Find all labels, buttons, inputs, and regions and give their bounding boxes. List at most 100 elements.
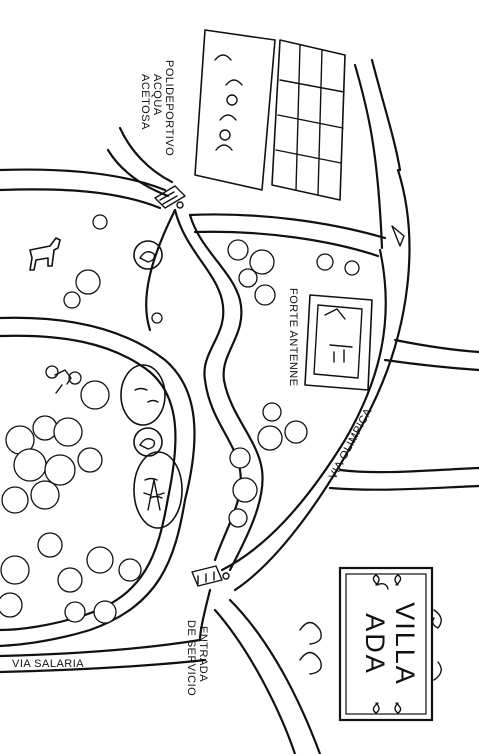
tree <box>262 402 282 422</box>
road-top-right <box>370 58 402 172</box>
road-upper-east-b <box>193 230 380 258</box>
label-via-salaria: VIA SALARIA <box>12 658 84 670</box>
tree <box>63 291 81 309</box>
villa-ada-sign: VILLA ADA <box>338 566 442 722</box>
tree <box>344 260 360 276</box>
road-top-right-b <box>353 63 384 250</box>
road-junction-triangle <box>391 225 405 247</box>
road-upper-east <box>188 213 387 240</box>
duck-icon-mark <box>139 251 156 263</box>
tree <box>37 532 63 558</box>
road-branch-east-1 <box>393 338 479 354</box>
tree <box>254 284 276 306</box>
road-south-right <box>228 598 322 754</box>
tree <box>249 249 275 275</box>
road-north-left-inner <box>0 188 162 210</box>
building-right-grid <box>275 44 345 196</box>
tree <box>229 447 251 469</box>
building-left-window-2 <box>219 129 231 141</box>
crocodile-icon <box>143 479 165 511</box>
label-sports-center-line-3: ACETOSA <box>139 74 151 130</box>
road-network <box>0 58 479 754</box>
tree <box>93 600 117 624</box>
scroll-ornament <box>299 621 322 675</box>
via-olimpica-inner <box>220 248 387 572</box>
building-left-detail <box>214 54 243 151</box>
sports-gate-marker <box>176 201 184 209</box>
duck-icon <box>133 240 163 270</box>
fort-inner <box>313 304 363 379</box>
tree <box>118 558 142 582</box>
road-to-sports <box>106 148 170 198</box>
sign-frame-inner <box>345 573 427 715</box>
tree <box>1 486 29 514</box>
sign-ornament-top <box>372 574 402 590</box>
tree <box>80 380 110 410</box>
fort-outline <box>304 294 373 391</box>
tree <box>238 268 258 288</box>
tree <box>86 546 114 574</box>
tree <box>45 365 59 379</box>
via-salaria-upper <box>0 638 202 658</box>
label-service-entrance-line-1: ENTRADA <box>197 626 209 682</box>
tree <box>64 601 86 623</box>
tree <box>232 477 258 503</box>
map-labels: POLIDEPORTIVO ACQUA ACETOSA FORTE ANTENN… <box>12 60 375 696</box>
building-left-window-1 <box>226 94 238 106</box>
horse-icon <box>29 237 61 271</box>
label-forte-antenne: FORTE ANTENNE <box>287 288 299 387</box>
duck-icon-2 <box>133 427 163 457</box>
via-salaria-lower <box>0 658 207 674</box>
tree <box>228 508 248 528</box>
building-left <box>194 29 276 191</box>
label-service-entrance-line-2: DE SERVICIO <box>185 620 197 696</box>
tree <box>257 425 283 451</box>
tree <box>77 447 103 473</box>
label-sports-center-line-2: ACQUA <box>151 74 163 116</box>
tree <box>57 567 83 593</box>
forte-antenne-structure <box>304 294 373 391</box>
road-gate-south <box>198 588 212 642</box>
fort-details <box>324 308 353 363</box>
pond-ripples <box>134 387 163 499</box>
sign-title-line-1: VILLA <box>390 602 420 686</box>
tree <box>44 454 76 486</box>
building-right <box>271 39 346 201</box>
tree <box>53 417 83 447</box>
duck-icon-2-mark <box>139 438 156 450</box>
map-icons <box>29 237 322 675</box>
sign-ornament-bottom <box>372 702 402 714</box>
road-to-sports-b <box>118 126 174 184</box>
road-branch-east-2 <box>383 358 479 372</box>
sports-center-buildings <box>154 29 346 209</box>
tree <box>151 312 163 324</box>
tree <box>316 253 334 271</box>
sign-title-line-2: ADA <box>360 613 390 675</box>
trees <box>0 214 360 624</box>
sign-frame <box>338 566 434 722</box>
road-central-winding-b <box>188 213 264 572</box>
pond-north <box>120 364 166 426</box>
tree <box>284 420 308 444</box>
road-inner-loop-outer <box>0 316 196 648</box>
road-north-left <box>0 168 167 192</box>
sign-ornament-side <box>431 609 442 681</box>
label-sports-center-line-1: POLIDEPORTIVO <box>163 60 175 156</box>
tree <box>0 555 30 585</box>
tree <box>32 415 58 441</box>
road-west-loop <box>145 208 177 332</box>
via-olimpica-outer <box>233 168 411 592</box>
service-gate-icon <box>191 565 223 587</box>
tree <box>92 214 108 230</box>
ponds <box>120 364 183 529</box>
deer-icon <box>54 369 72 394</box>
tree <box>68 371 82 385</box>
road-branch-east-4 <box>328 484 479 491</box>
sports-gate-icon <box>154 185 186 209</box>
tree <box>75 269 101 295</box>
tree <box>30 480 60 510</box>
service-gate-marker <box>222 572 230 580</box>
road-inner-loop-inner <box>0 334 177 632</box>
road-south-right-b <box>213 608 297 754</box>
tree <box>0 592 23 618</box>
